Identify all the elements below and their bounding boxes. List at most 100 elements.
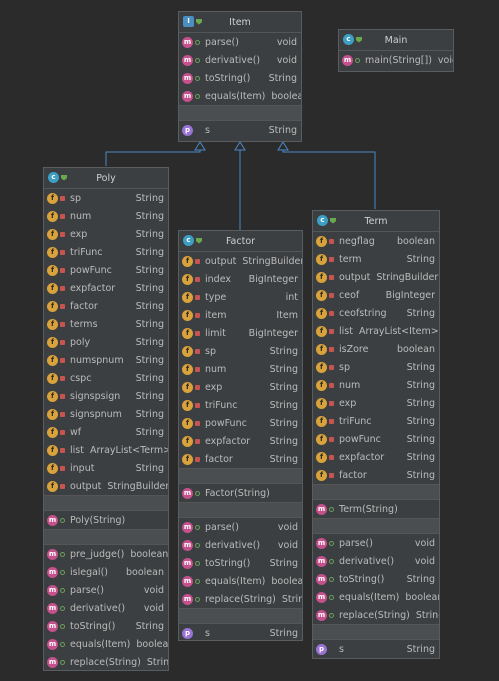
member-name: powFunc: [205, 417, 247, 429]
member-type: boolean: [136, 638, 168, 650]
member-name: Term(String): [339, 503, 398, 515]
member-type: boolean: [130, 548, 168, 560]
member-type: void: [143, 602, 164, 614]
member-type: String: [406, 643, 435, 655]
member-name: input: [70, 462, 95, 474]
member-name: derivative(): [70, 602, 126, 614]
private-icon: [195, 420, 200, 426]
private-icon: [329, 400, 334, 406]
private-icon: [329, 436, 334, 442]
private-icon: [329, 364, 334, 370]
member-type: String: [135, 192, 164, 204]
member-name: output: [70, 480, 102, 492]
member-name: derivative(): [205, 539, 261, 551]
field-icon: f: [47, 408, 58, 420]
field-icon: f: [316, 343, 327, 355]
member-name: equals(Item): [70, 638, 131, 650]
method-icon: m: [182, 539, 193, 551]
public-icon: [195, 57, 200, 63]
member-type: String: [269, 417, 298, 429]
method-icon: m: [182, 593, 193, 605]
private-icon: [195, 312, 200, 318]
member-type: void: [143, 584, 164, 596]
